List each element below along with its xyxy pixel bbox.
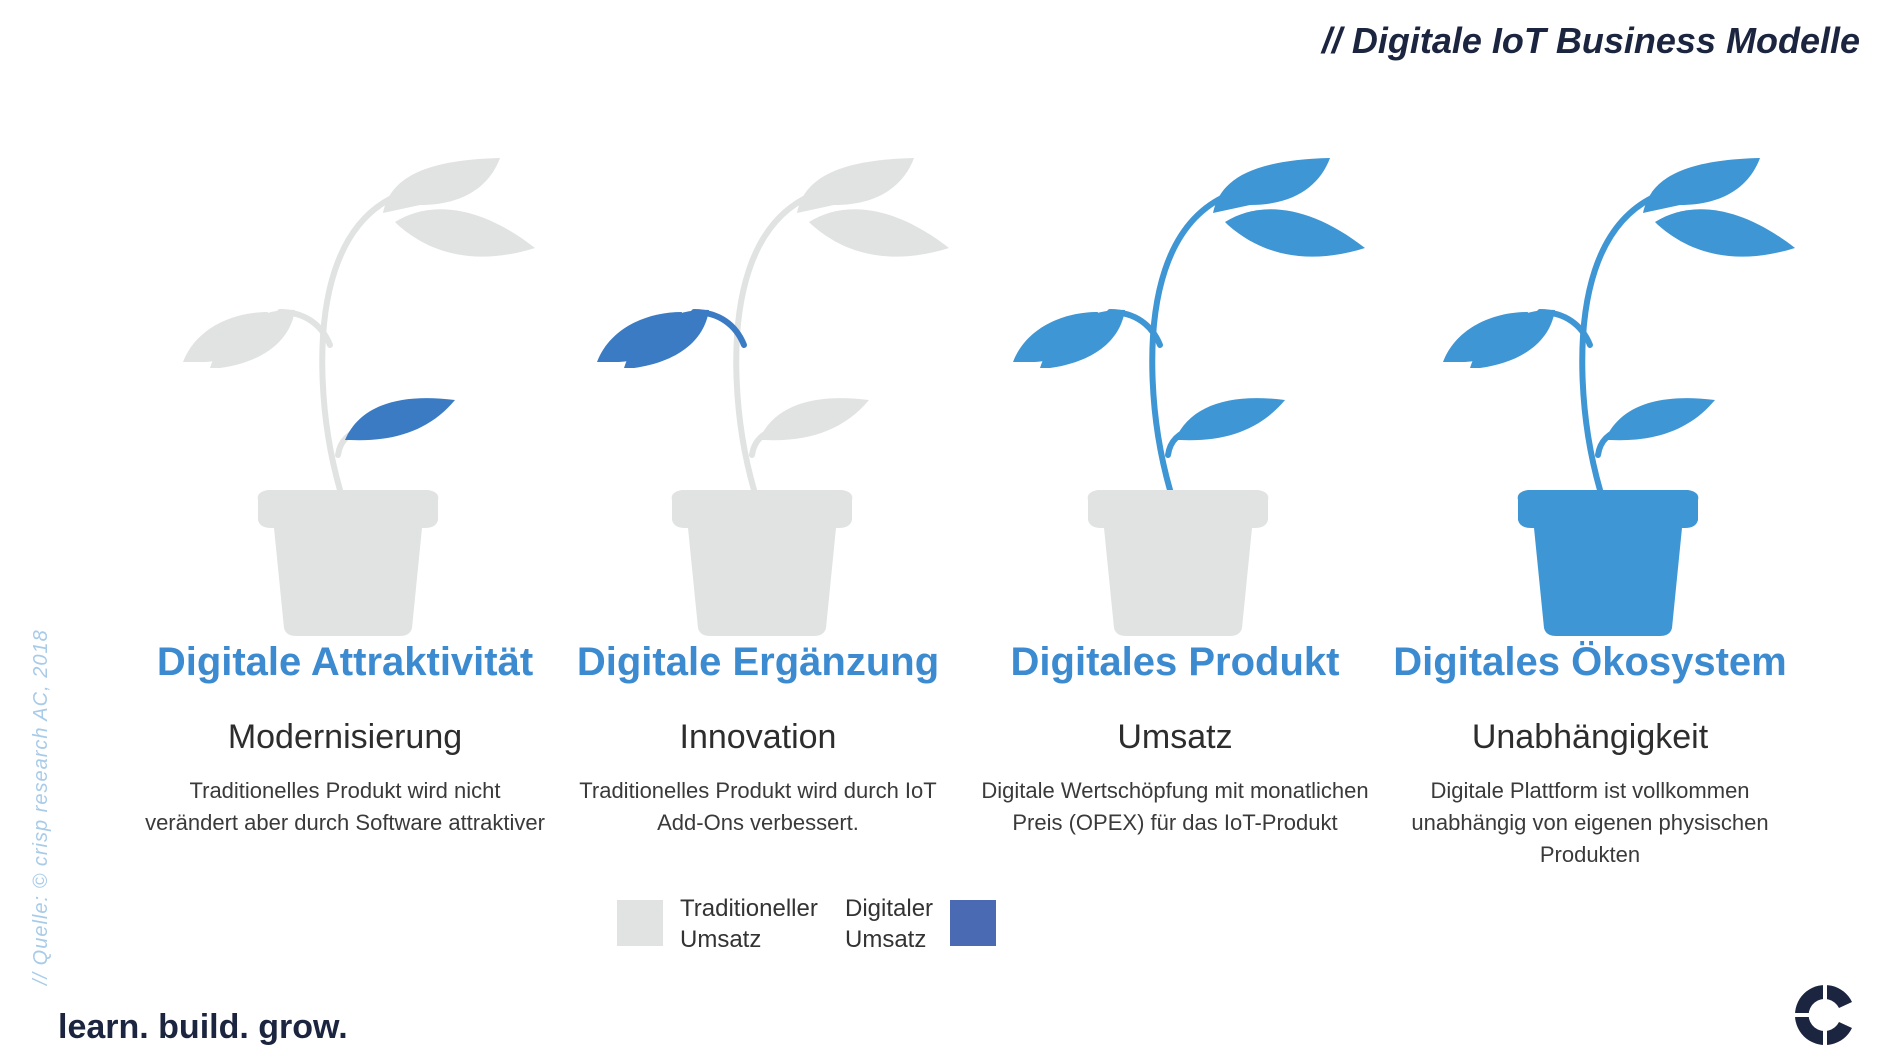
- crisp-c-logo-icon: [1794, 983, 1852, 1047]
- model-subheading-4: Unabhängigkeit: [1471, 718, 1709, 756]
- model-description-1: Traditionelles Produkt wird nicht veränd…: [145, 778, 545, 835]
- model-subheading-3: Umsatz: [1117, 718, 1233, 756]
- page-title: // Digitale IoT Business Modelle: [1321, 20, 1860, 61]
- legend-swatch-digital: [950, 900, 996, 946]
- legend-label-traditional: Traditioneller Umsatz: [680, 895, 818, 953]
- model-description-2: Traditionelles Produkt wird durch IoT Ad…: [579, 778, 937, 835]
- model-heading-ergaenzung: Digitale Ergänzung: [576, 640, 940, 684]
- model-description-3: Digitale Wertschöpfung mit monatlichen P…: [981, 778, 1369, 835]
- model-subheading-2: Innovation: [679, 718, 837, 756]
- legend-label-digital: Digitaler Umsatz: [845, 895, 934, 953]
- model-heading-oekosystem: Digitales Ökosystem: [1393, 640, 1787, 684]
- source-note: // Quelle: © crisp research AC, 2018: [30, 629, 52, 985]
- plant-pot-icon: [1443, 158, 1795, 636]
- model-heading-attraktivitaet: Digitale Attraktivität: [156, 640, 534, 684]
- model-heading-produkt: Digitales Produkt: [1010, 640, 1340, 684]
- plant-pot-icon: [183, 158, 535, 636]
- slogan: learn. build. grow.: [58, 1008, 348, 1046]
- model-subheading-1: Modernisierung: [227, 718, 463, 756]
- plant-pot-icon: [1013, 158, 1365, 636]
- legend-swatch-traditional: [617, 900, 663, 946]
- plant-pot-icon: [597, 158, 949, 636]
- model-description-4: Digitale Plattform ist vollkommen unabhä…: [1411, 778, 1769, 867]
